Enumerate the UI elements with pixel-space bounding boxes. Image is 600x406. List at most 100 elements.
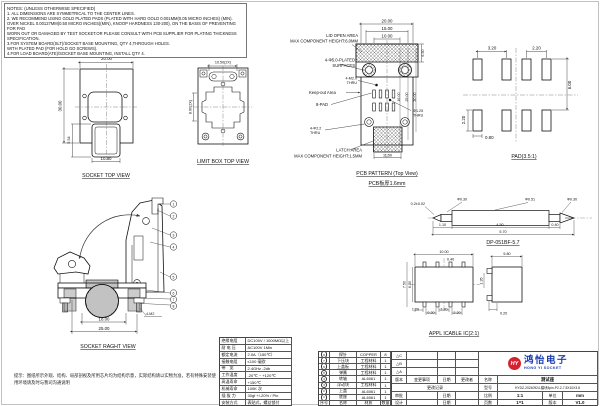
view-pad-detail	[463, 48, 578, 142]
view-limit-box	[192, 64, 252, 146]
design-label: 设计	[392, 400, 407, 406]
dim-pin-110: 1.10	[439, 223, 446, 227]
notes-line: WITH PLATED PAD (FOR HOLD GO SCREWS).	[7, 45, 98, 51]
dim-pin-total: 5.70	[499, 230, 506, 234]
dim-socket-top-latch-width: 10.80	[101, 156, 113, 161]
unit-label: 单位	[543, 392, 563, 400]
balloon-3: 3	[173, 233, 175, 237]
notes-line: 1. ALL DIMENSIONS ARE SYMMETRICAL TO THE…	[7, 10, 135, 16]
spec-value: 2.4GHz -2db	[246, 365, 292, 373]
dim-ic-side-135: 1.35	[480, 277, 484, 284]
notes-box: NOTES: (UNLESS OTHERWISE SPECIFIED) 1. A…	[4, 3, 247, 59]
bom-item-qty: 1	[381, 388, 391, 395]
bom-item-material: 工程材料	[357, 370, 381, 377]
dim-pin-tol: 0.2±0.02	[411, 202, 425, 206]
bom-item-name: 底座	[330, 394, 357, 401]
brand-name-cn: 鸿怡电子	[523, 355, 568, 367]
rev-c-change	[407, 352, 438, 360]
dim-ic-120: 1.20	[412, 308, 419, 312]
bom-item-qty: 1	[381, 364, 391, 371]
col-version-label: 版本	[392, 376, 407, 384]
caption-applicable-ic: APPL ICABLE IC(2:1)	[429, 331, 480, 337]
view-socket-top	[62, 61, 138, 163]
design-date-label: 日期	[438, 400, 456, 406]
dim-right-18: 18.00	[99, 317, 111, 322]
dim-limit-box-left: 8.60(2X)	[189, 100, 193, 114]
spec-key: 机械寿命	[220, 386, 246, 393]
dim-pcb-15: 15.00	[382, 26, 394, 31]
dim-limit-box-top: 10.50(2X)	[215, 61, 231, 65]
rev-c-date	[438, 352, 456, 360]
rev-a-editor	[456, 368, 479, 376]
spec-value: 100K 次	[246, 386, 292, 393]
dim-socket-top-width: 20.00	[101, 56, 113, 61]
bom-item-material: 工程材料	[357, 358, 381, 365]
brand-logo-block: HY 鸿怡电子 HONG YI SOCKET	[479, 352, 598, 376]
bom-item-name: 浮动块	[330, 382, 357, 389]
label-latch-area: LATCH AREA	[336, 148, 362, 153]
view-pcb-pattern	[324, 22, 424, 159]
dim-ic-side-020: 0.20	[500, 312, 507, 316]
dim-pcb-30: 30.00	[413, 92, 417, 101]
label-thru125-thru: THRU	[413, 114, 424, 118]
notes-line: WORN OUT OR DAMAGED BY TEST SOCKET.OR PL…	[7, 30, 237, 41]
dim-right-25: 25.00	[99, 326, 111, 331]
bom-header-no: 序号	[319, 400, 330, 406]
notes-line: 2. WE RECOMMEND USING GOLD PLATED PADS (…	[7, 15, 233, 21]
label-8pad: 8-PAD	[316, 102, 328, 107]
label-4m2-screws: 4-M2	[146, 312, 154, 316]
dim-pin-d030a: Φ0.30	[457, 198, 467, 202]
balloon-6: 6	[173, 291, 175, 295]
label-lid-open-area: LID OPEN AREA	[326, 33, 358, 38]
spec-key: 插 拔 力	[220, 393, 246, 400]
bom-item-material: 工程材料	[357, 364, 381, 371]
caption-limit-box-view: LIMIT BOX TOP VIEW	[197, 159, 249, 165]
dim-pcb-1150: 11.50	[383, 154, 392, 158]
dim-ic-pin: 0.40	[447, 258, 454, 262]
dim-pad-320: 3.20	[488, 46, 497, 51]
design-value	[407, 400, 438, 406]
caption-pcb-thickness: PCB板厚1.6mm	[369, 179, 406, 187]
balloon-8: 8	[173, 304, 175, 308]
bom-header-material: 材质	[357, 400, 381, 406]
view-pogo-pin	[424, 201, 592, 236]
rev-a-date	[438, 368, 456, 376]
bom-item-material: AL6061	[357, 376, 381, 383]
bom-header-name: 名称	[330, 400, 357, 406]
dim-pcb-20: 20.00	[382, 19, 394, 24]
spec-key: 绝缘电阻	[220, 338, 246, 345]
notes-title: NOTES: (UNLESS OTHERWISE SPECIFIED)	[7, 5, 96, 11]
dim-pin-040: 0.40	[551, 223, 558, 227]
label-thru125: Φ1.25	[413, 109, 423, 113]
footer-note: 提示：图纸所示外观、结构、局部剖视及所用芯片均为结构示意，实际结构请以实物为准，…	[14, 373, 216, 386]
dim-pcb-10: 10.00	[382, 34, 394, 39]
rev-a-change	[407, 368, 438, 376]
bom-item-material: COPPER	[357, 352, 381, 359]
hongyi-logo-icon: HY	[507, 357, 521, 370]
unit-value: mm	[563, 392, 598, 400]
dim-pcb-16: 16.00	[397, 92, 401, 101]
label-plated-surfaces: SURFACES	[332, 63, 355, 68]
notes-line: OVER NICKEL 0.00127MM(0.50 MICRO INCHES)…	[7, 20, 236, 31]
spec-key: 接触电阻	[220, 358, 246, 366]
approve-value	[407, 392, 438, 400]
caption-socket-top-view: SOCKET TOP VIEW	[82, 173, 130, 179]
dim-ic-020: 0.20	[427, 311, 434, 315]
rev-row-c: △C	[392, 352, 407, 360]
dim-pad-080: 0.80	[485, 135, 494, 140]
version-value: V1.0	[563, 400, 598, 406]
spec-table: 绝缘电阻 DC100V / 1000MΩ以上 耐 电 压 AC100V 1Min…	[219, 337, 292, 406]
bom-item-name: 转轴	[330, 376, 357, 383]
bom-item-name: 上盖	[330, 388, 357, 395]
bom-item-material: AL6061	[357, 388, 381, 395]
bom-item-name: 上盖板	[330, 364, 357, 371]
col-date-label: 日期	[438, 376, 456, 384]
dim-ic-650: 6.50	[408, 281, 412, 288]
label-lid-max-height: MAX COMPONENT HEIGHT:6.0MM	[290, 39, 358, 44]
dim-pin-d030b: Φ0.30	[567, 198, 577, 202]
label-plated: 4-Φ5.0-PLATED	[325, 58, 355, 63]
page-label: 页数	[479, 400, 498, 406]
caption-pogo-pin: DP-051BF-5.7	[486, 240, 519, 246]
caption-pad-detail: PAD(3.5:1)	[511, 154, 537, 160]
